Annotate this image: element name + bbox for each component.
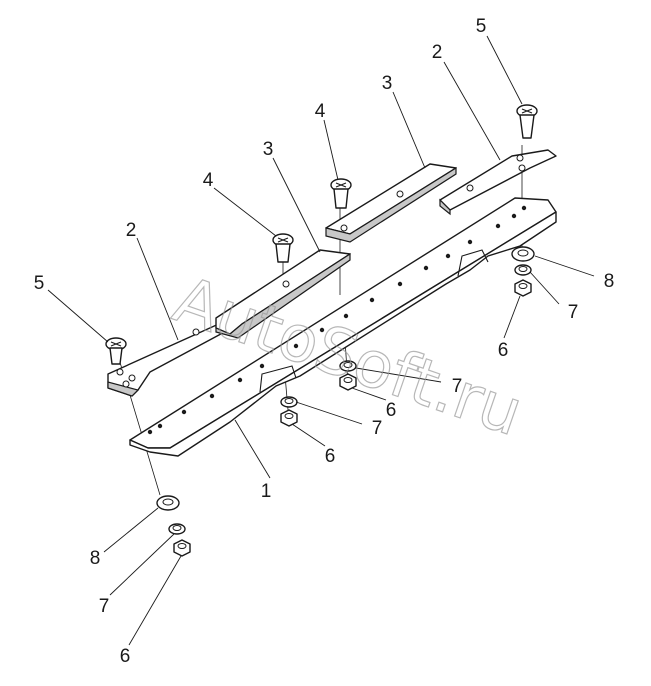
callout-7-center-right: 7: [452, 376, 463, 397]
callout-4-right: 4: [315, 101, 326, 122]
callout-5-right: 5: [476, 16, 487, 37]
nut-lower-left: [156, 495, 191, 557]
screw-left: [105, 337, 127, 365]
main-rail-part: [129, 197, 557, 457]
bolt-left: [272, 233, 294, 263]
callout-3-right: 3: [382, 73, 393, 94]
bolt-right: [330, 178, 352, 209]
leader-lines: [47, 35, 595, 646]
callout-6-center-left: 6: [325, 446, 336, 467]
callout-6-right: 6: [498, 340, 509, 361]
callout-1: 1: [261, 481, 272, 502]
callout-4-left: 4: [203, 170, 214, 191]
callout-2-right: 2: [432, 42, 443, 63]
callout-5-left: 5: [34, 273, 45, 294]
callout-7-center-left: 7: [372, 418, 383, 439]
end-plate-left: [107, 317, 233, 397]
nut-center-left: [280, 396, 298, 427]
spacer-bar-left: [215, 249, 351, 339]
end-plate-right: [439, 149, 557, 216]
callout-8-bottom: 8: [90, 548, 101, 569]
callout-7-bottom: 7: [99, 596, 110, 617]
spacer-bar-right: [325, 163, 457, 243]
callout-7-right: 7: [568, 302, 579, 323]
callout-6-center-right: 6: [386, 400, 397, 421]
callouts: 1 2 2 3 3 4 4 5 5 6 6 6 6 7 7 7 7 8 8: [34, 16, 615, 667]
nut-center-right: [339, 360, 357, 391]
callout-8-right: 8: [604, 271, 615, 292]
callout-2-left: 2: [126, 220, 137, 241]
rail-holes: [147, 205, 527, 435]
callout-6-bottom: 6: [120, 646, 131, 667]
callout-3-left: 3: [263, 139, 274, 160]
nut-right: [511, 246, 535, 297]
screw-right: [516, 104, 538, 139]
